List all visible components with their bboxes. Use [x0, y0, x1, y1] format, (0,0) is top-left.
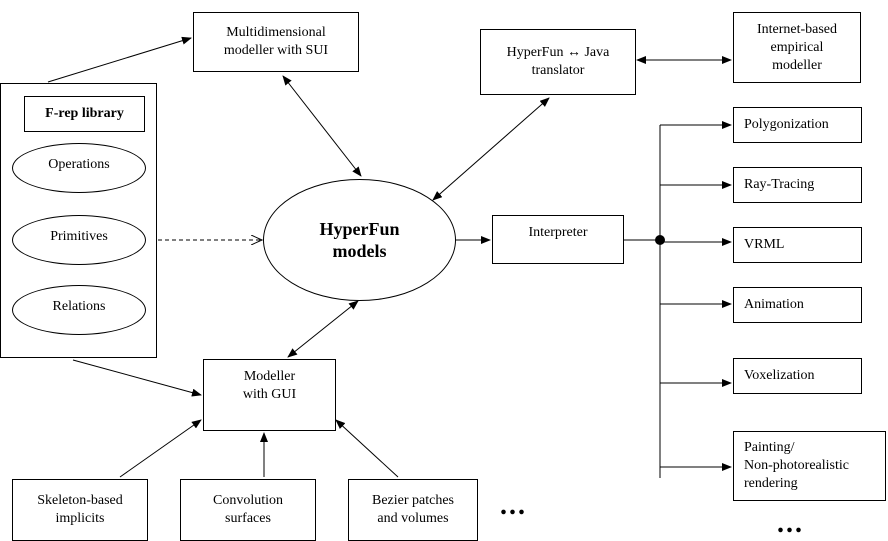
voxelization-box: Voxelization — [733, 358, 862, 394]
skeleton-implicits-box: Skeleton-based implicits — [12, 479, 148, 541]
operations-ellipse: Operations — [12, 143, 146, 193]
animation-box: Animation — [733, 287, 862, 323]
translator-box: HyperFun ↔ Java translator — [480, 29, 636, 95]
frep-library-title: F-rep library — [24, 96, 145, 132]
more-sources-ellipsis: ... — [500, 490, 527, 521]
arrow-skeleton-modeller — [119, 419, 202, 478]
raytracing-box: Ray-Tracing — [733, 167, 862, 203]
painting-rendering-box: Painting/ Non-photorealistic rendering — [733, 431, 886, 501]
hyperfun-models-ellipse: HyperFun models — [263, 179, 456, 301]
relations-ellipse: Relations — [12, 285, 146, 335]
vrml-box: VRML — [733, 227, 862, 263]
arrow-frep-modeller — [72, 359, 202, 397]
primitives-ellipse: Primitives — [12, 215, 146, 265]
frep-library-panel: F-rep library Operations Primitives Rela… — [0, 83, 157, 358]
arrow-bezier-modeller — [335, 419, 399, 478]
modeller-gui-box: Modeller with GUI — [203, 359, 336, 431]
arrow-multidim-hyperfun — [282, 75, 362, 177]
arrow-translator-hyperfun — [432, 97, 550, 201]
arrow-modeller-hyperfun — [287, 300, 359, 358]
internet-modeller-box: Internet-based empirical modeller — [733, 12, 861, 83]
arrow-frep-to-multidim — [47, 36, 192, 83]
more-outputs-ellipsis: ... — [777, 508, 804, 539]
interpreter-box: Interpreter — [492, 215, 624, 264]
polygonization-box: Polygonization — [733, 107, 862, 143]
multidim-modeller-box: Multidimensional modeller with SUI — [193, 12, 359, 72]
bezier-patches-box: Bezier patches and volumes — [348, 479, 478, 541]
convolution-surfaces-box: Convolution surfaces — [180, 479, 316, 541]
